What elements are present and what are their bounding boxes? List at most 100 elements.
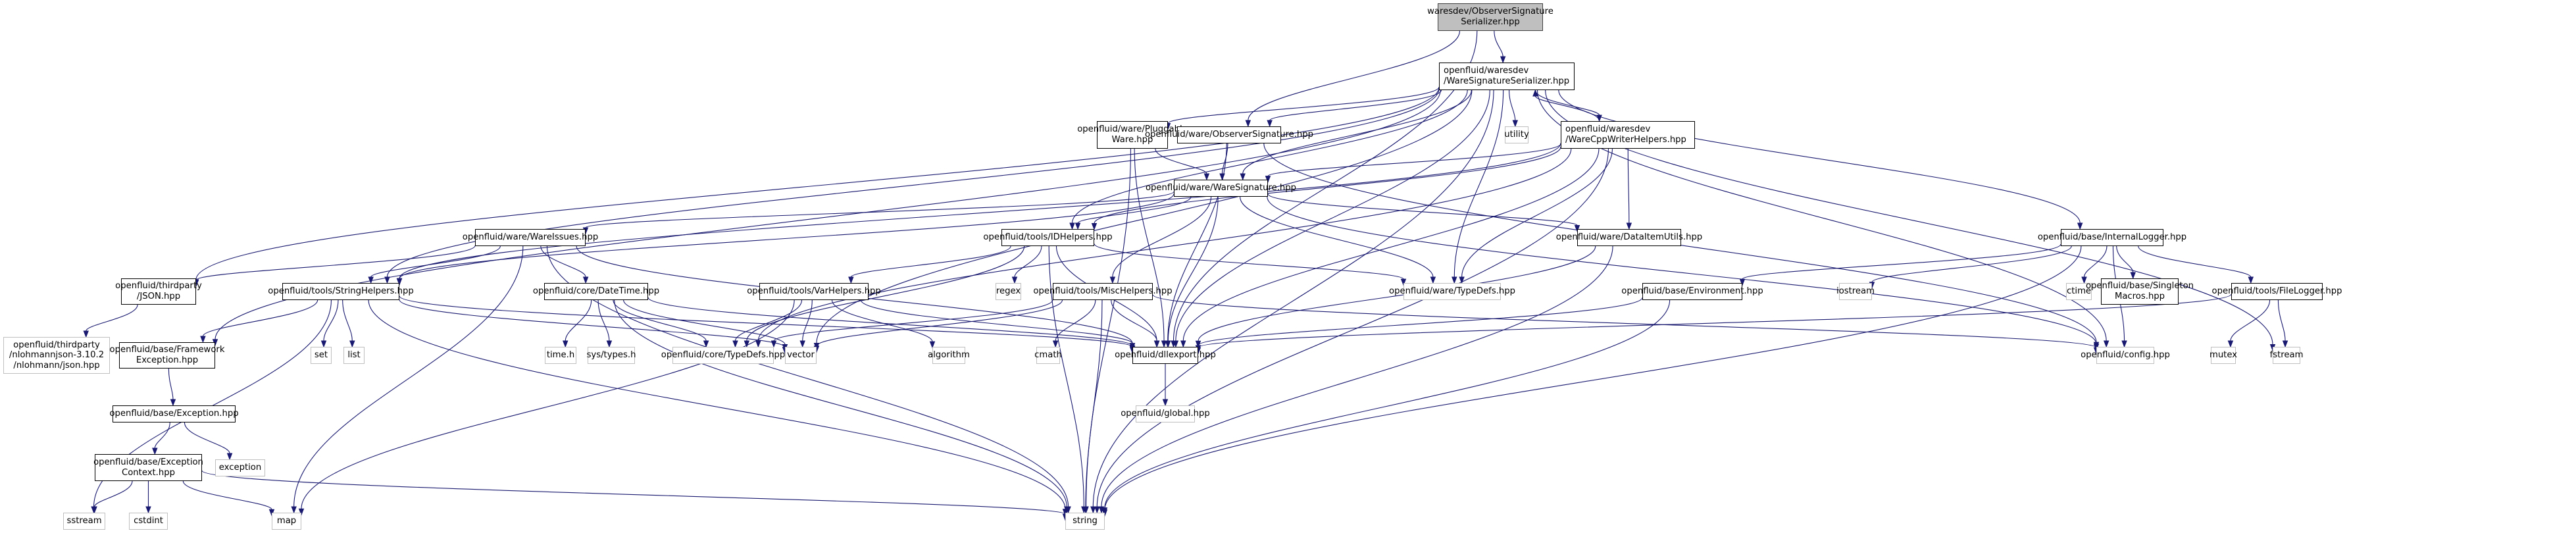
edge-environment-to-string (1104, 299, 1671, 508)
node-cmath[interactable]: cmath (1034, 347, 1062, 364)
edge-waresig-to-dllexport (1167, 196, 1219, 342)
node-framework-exception[interactable]: openfluid/base/Framework Exception.hpp (110, 342, 224, 369)
node-fstream[interactable]: fstream (2270, 347, 2303, 364)
node-exception[interactable]: exception (215, 459, 265, 476)
arrowhead-icon (396, 278, 403, 286)
node-singleton-macros[interactable]: openfluid/base/Singleton Macros.hpp (2086, 278, 2194, 305)
arrowhead-icon (2081, 276, 2087, 284)
node-list[interactable]: list (343, 347, 365, 364)
arrowhead-icon (2248, 276, 2254, 284)
node-string[interactable]: string (1065, 513, 1105, 530)
edge-internallogger-to-ctime (2083, 245, 2108, 278)
edge-root-to-wss (1494, 30, 1503, 57)
node-utility[interactable]: utility (1504, 126, 1529, 143)
edge-wss-to-string (1092, 90, 1494, 507)
node-string-helpers[interactable]: openfluid/tools/StringHelpers.hpp (268, 283, 414, 300)
node-base-environment[interactable]: openfluid/base/Environment.hpp (1621, 283, 1763, 300)
node-ctime[interactable]: ctime (2066, 283, 2092, 300)
arrowhead-icon (1267, 120, 1273, 128)
node-dllexport[interactable]: openfluid/dllexport.hpp (1115, 347, 1216, 364)
edge-waresig-to-strhelpers (399, 193, 1174, 279)
arrowhead-icon (1459, 276, 1465, 284)
node-file-logger[interactable]: openfluid/tools/FileLogger.hpp (2212, 283, 2342, 300)
node-ware-signature-serializer[interactable]: openfluid/waresdev /WareSignatureSeriali… (1439, 63, 1575, 90)
edge-cppwriter-to-wss (1534, 95, 1600, 122)
edge-cppwriter-to-strhelpers (399, 143, 1561, 279)
node-id-helpers[interactable]: openfluid/tools/IDHelpers.hpp (983, 229, 1113, 246)
arrowhead-icon (2121, 340, 2127, 348)
node-regex[interactable]: regex (996, 283, 1021, 300)
node-vector[interactable]: vector (785, 347, 817, 364)
edge-waresig-to-idhelpers (1077, 196, 1192, 224)
node-internal-logger[interactable]: openfluid/base/InternalLogger.hpp (2038, 229, 2186, 246)
node-pluggable-ware[interactable]: openfluid/ware/Pluggable Ware.hpp (1077, 121, 1188, 149)
node-map[interactable]: map (272, 513, 301, 530)
node-core-datetime[interactable]: openfluid/core/DateTime.hpp (533, 283, 659, 300)
node-core-typedefs[interactable]: openfluid/core/TypeDefs.hpp (661, 347, 785, 364)
edge-datetime-to-coretypedefs (613, 299, 707, 342)
edge-varhelpers-to-map (301, 299, 795, 509)
edge-wss-to-vector (816, 90, 1473, 344)
node-thirdparty-json[interactable]: openfluid/thirdparty /JSON.hpp (115, 278, 202, 305)
arrowhead-icon (1074, 222, 1081, 230)
arrowhead-icon (1154, 340, 1160, 348)
arrowhead-icon (320, 340, 327, 348)
arrowhead-icon (1129, 343, 1136, 351)
edge-idhelpers-to-string (1048, 245, 1084, 507)
arrowhead-icon (1052, 340, 1059, 348)
node-var-helpers[interactable]: openfluid/tools/VarHelpers.hpp (747, 283, 881, 300)
node-time-h[interactable]: time.h (545, 347, 576, 364)
node-set[interactable]: set (311, 347, 332, 364)
node-global[interactable]: openfluid/global.hpp (1121, 405, 1210, 422)
edge-internallogger-to-iostream (1871, 245, 2072, 283)
node-nlohmann-json[interactable]: openfluid/thirdparty /nlohmannjson-3.10.… (3, 337, 110, 374)
arrowhead-icon (145, 506, 151, 514)
node-ware-typedefs[interactable]: openfluid/ware/TypeDefs.hpp (1389, 283, 1515, 300)
edge-cppwriter-to-string (1096, 148, 1609, 507)
node-root-observer-signature-serializer[interactable]: waresdev/ObserverSignature Serializer.hp… (1427, 3, 1553, 31)
edge-wss-to-pluggable (1167, 86, 1440, 124)
node-iostream[interactable]: iostream (1836, 283, 1875, 300)
arrowhead-icon (1109, 276, 1116, 284)
node-ware-signature[interactable]: openfluid/ware/WareSignature.hpp (1146, 180, 1296, 197)
node-cstdint[interactable]: cstdint (129, 513, 168, 530)
edge-wss-to-utility (1508, 90, 1516, 121)
arrowhead-icon (384, 276, 390, 284)
edge-exception_hpp-to-exception (184, 422, 230, 454)
node-algorithm[interactable]: algorithm (928, 347, 970, 364)
edge-wss-to-cppwriter (1534, 90, 1600, 116)
node-mutex[interactable]: mutex (2210, 347, 2237, 364)
edge-mischelpers-to-config (1152, 294, 2097, 348)
node-observer-signature[interactable]: openfluid/ware/ObserverSignature.hpp (1145, 126, 1313, 143)
edge-waresig-to-waretypedefs (1240, 196, 1434, 278)
edge-varhelpers-to-coretypedefs (734, 299, 803, 342)
node-data-item-utils[interactable]: openfluid/ware/DataItemUtils.hpp (1556, 229, 1702, 246)
node-exception-context[interactable]: openfluid/base/Exception Context.hpp (93, 454, 203, 481)
arrowhead-icon (2130, 272, 2136, 280)
arrowhead-icon (1500, 56, 1506, 64)
node-ware-issues[interactable]: openfluid/ware/WareIssues.hpp (463, 229, 598, 246)
edge-wareissues-to-strhelpers (370, 245, 501, 278)
node-sstream[interactable]: sstream (63, 513, 105, 530)
edge-internallogger-to-filelogger (2138, 245, 2252, 278)
node-ware-cpp-writer-helpers[interactable]: openfluid/waresdev /WareCppWriterHelpers… (1561, 121, 1695, 149)
edge-datetime-to-systypes (597, 299, 610, 342)
arrowhead-icon (83, 330, 89, 338)
edge-internallogger-to-environment (1742, 243, 2061, 280)
arrowhead-icon (1090, 506, 1096, 514)
edge-pluggable-to-dllexport (1134, 148, 1165, 342)
node-config[interactable]: openfluid/config.hpp (2081, 347, 2170, 364)
edge-cppwriter-to-dataitem (1627, 148, 1630, 224)
edge-mischelpers-to-dllexport (1111, 299, 1157, 342)
arrowhead-icon (1512, 120, 1519, 128)
edge-waresig-to-config (1267, 196, 2097, 344)
arrowhead-icon (200, 336, 206, 344)
arrowhead-icon (1180, 340, 1186, 348)
node-sys-types-h[interactable]: sys/types.h (587, 347, 636, 364)
edge-mischelpers-to-string (1085, 299, 1103, 507)
node-base-exception[interactable]: openfluid/base/Exception.hpp (109, 405, 239, 422)
arrowhead-icon (848, 276, 854, 284)
node-misc-helpers[interactable]: openfluid/tools/MiscHelpers.hpp (1033, 283, 1173, 300)
edge-idhelpers-to-varhelpers (850, 245, 1011, 278)
